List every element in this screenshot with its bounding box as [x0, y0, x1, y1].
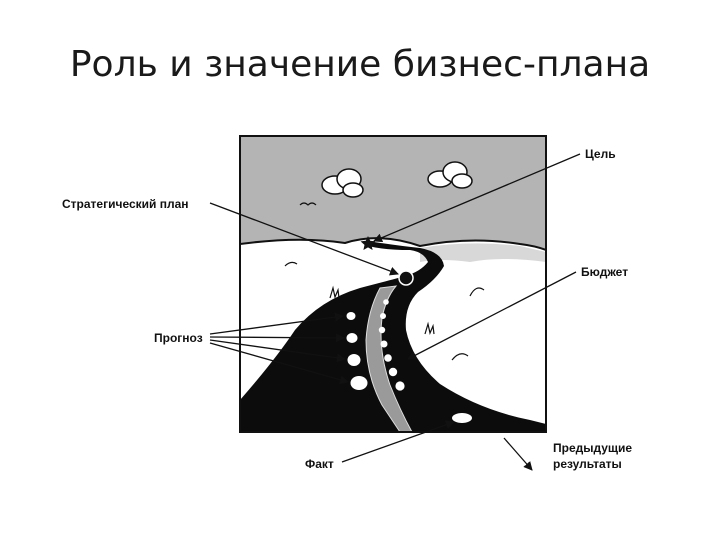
hill-stroke: [284, 261, 298, 267]
arrow-forecast-3: [209, 339, 346, 363]
strategic-plan-dot: [398, 270, 414, 286]
arrow-goal: [373, 153, 581, 243]
arrow-forecast-4: [209, 342, 349, 385]
bird: [299, 202, 317, 206]
grass-tuft: [329, 285, 340, 299]
label-previous-results-line1: Предыдущие: [553, 441, 632, 455]
illustration-frame: [239, 135, 547, 433]
arrow-previous-results: [503, 437, 533, 471]
hill-stroke: [451, 353, 469, 361]
budget-dots: [378, 299, 405, 391]
label-strategic-plan: Стратегический план: [62, 197, 189, 211]
illustration: [240, 136, 546, 432]
arrow-forecast-2: [209, 333, 345, 343]
hill-shading: [420, 243, 546, 262]
slide-title: Роль и значение бизнес-плана: [69, 44, 651, 85]
goal-star-icon: [360, 236, 376, 251]
arrow-budget: [407, 271, 577, 360]
road: [240, 242, 546, 432]
label-budget: Бюджет: [581, 265, 628, 279]
label-previous-results-line2: результаты: [553, 457, 622, 471]
fact-oval: [452, 413, 472, 423]
label-goal: Цель: [585, 147, 616, 161]
forecast-dots: [346, 312, 368, 390]
hill-stroke: [469, 287, 485, 297]
label-fact: Факт: [305, 457, 334, 471]
cloud-left: [321, 168, 364, 198]
cloud-right: [427, 161, 473, 189]
arrow-strategic-plan: [209, 202, 399, 276]
label-forecast: Прогноз: [154, 331, 203, 345]
arrow-fact: [341, 420, 455, 463]
grass-tuft: [424, 321, 435, 335]
arrow-forecast-1: [209, 312, 344, 335]
